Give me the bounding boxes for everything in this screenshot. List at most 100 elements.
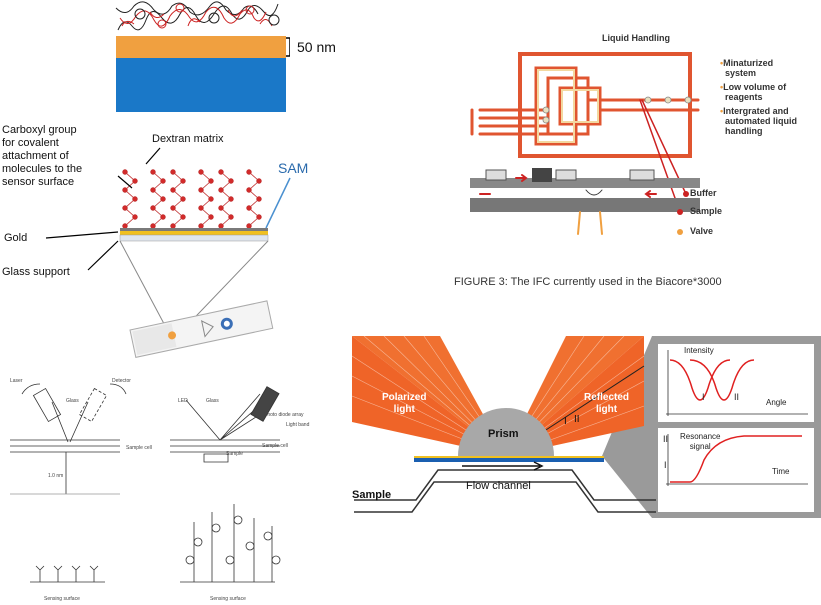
intensity-axis-label: Intensity (684, 346, 714, 355)
sample-cell-label-left: Sample cell (126, 445, 152, 451)
resonance-axis-label: Resonance signal (680, 432, 720, 452)
detector-label: Detector (112, 378, 131, 384)
molecule-scribbles (115, 1, 280, 31)
light-band-label: Light band (286, 422, 310, 428)
beam-mark-2: II (574, 414, 580, 425)
carboxyl-dot (198, 205, 204, 211)
feature-line: handling (725, 126, 763, 136)
liquid-handling-title: Liquid Handling (602, 33, 670, 43)
sensing-surface-caption-2: Sensing surface (210, 596, 246, 602)
carboxyl-dot (208, 196, 214, 202)
sample-cell-label-right: Sample cell (262, 443, 288, 449)
carboxyl-dot (218, 205, 224, 211)
carboxyl-dot (170, 187, 176, 193)
carboxyl-dot (228, 196, 234, 202)
resonance-graph (658, 428, 814, 512)
glass-arrow (87, 240, 119, 271)
legend-dot-valve (677, 229, 683, 235)
carboxyl-dot (170, 169, 176, 175)
resonance-curve (670, 435, 802, 483)
carboxyl-dot (198, 187, 204, 193)
flow-arrow (462, 461, 544, 471)
thickness-label-left: 1.0 nm (48, 473, 64, 479)
legend-dot-buffer (683, 191, 689, 197)
intensity-mark-1: I (702, 392, 705, 402)
beam-mark-1: I (564, 416, 567, 427)
gold-layer (116, 36, 286, 58)
carboxyl-dot (180, 178, 186, 184)
carboxyl-arrow (117, 175, 133, 189)
carboxyl-dot (132, 178, 138, 184)
carboxyl-dot (132, 214, 138, 220)
legend-sample: Sample (690, 206, 723, 216)
carboxyl-dot (218, 187, 224, 193)
sensor-chip-diagram (45, 147, 291, 358)
carboxyl-dot (150, 169, 156, 175)
legend-dot-sample (677, 209, 683, 215)
surface-after (180, 504, 281, 583)
sensor-surface (414, 456, 604, 462)
optical-schematics (10, 383, 281, 583)
carboxyl-dot (170, 205, 176, 211)
feature-line: Minaturized (723, 58, 774, 68)
resonance-mark-1: I (664, 460, 667, 470)
feature-line: Intergrated and (723, 106, 789, 116)
flow-channel-label: Flow channel (466, 480, 531, 492)
dextran-label: Dextran matrix (152, 133, 224, 145)
reflected-label-line: Reflected (584, 392, 630, 403)
intensity-curve-2 (689, 359, 755, 401)
carboxyl-dot (170, 223, 176, 229)
surface-layer-illustration (115, 1, 290, 112)
dextran-chains (122, 169, 262, 229)
polarized-light-label: Polarized light (382, 392, 426, 416)
gold-film (120, 231, 268, 235)
surface-before (30, 565, 105, 583)
photo-diode-label: Photo diode array (264, 412, 304, 418)
gold-label: Gold (4, 232, 28, 244)
feature-line: reagents (725, 92, 763, 102)
carboxyl-dot (246, 223, 252, 229)
carboxyl-dot (160, 196, 166, 202)
dextran-arrow (145, 147, 161, 165)
carboxyl-dot (160, 214, 166, 220)
feature-line: system (725, 68, 757, 78)
carboxyl-dot (150, 205, 156, 211)
legend-valve: Valve (690, 226, 714, 236)
figure-caption: FIGURE 3: The IFC currently used in the … (454, 276, 722, 288)
spr-diagram (351, 336, 821, 518)
glass-layer (119, 234, 269, 242)
carboxyl-dot (208, 214, 214, 220)
prism (458, 408, 554, 456)
sensor-gold (414, 456, 604, 458)
carboxyl-label-line: molecules to the (2, 163, 83, 175)
carboxyl-dot (180, 196, 186, 202)
feature-line: Low volume of (723, 82, 787, 92)
polarized-light-fan (351, 336, 507, 457)
carboxyl-dot (122, 187, 128, 193)
carboxyl-dot (246, 205, 252, 211)
carboxyl-dot (180, 214, 186, 220)
carboxyl-dot (198, 169, 204, 175)
intensity-curve-1 (669, 359, 731, 401)
sam-layer (120, 228, 268, 231)
carboxyl-label-line: attachment of (2, 150, 69, 162)
legend-buffer: Buffer (690, 188, 717, 198)
carboxyl-dot (256, 196, 262, 202)
carboxyl-dot (218, 169, 224, 175)
sample-inlet-label: Sample (352, 489, 392, 501)
resonance-mark-2: II (663, 434, 669, 444)
substrate-layer (116, 58, 286, 112)
carboxyl-dot (228, 178, 234, 184)
polarized-label-line: Polarized (382, 392, 427, 403)
gold-arrow (45, 231, 119, 239)
reflected-light-label: Reflected light (584, 392, 629, 416)
kretschmann-left (10, 383, 127, 495)
sample-label-right: Sample (226, 451, 243, 457)
resonance-label-line: signal (689, 442, 711, 451)
carboxyl-dot (150, 223, 156, 229)
sam-arrow (265, 177, 291, 229)
ifc-cross-section (470, 168, 700, 235)
sensing-surface-caption-1: Sensing surface (44, 596, 80, 602)
